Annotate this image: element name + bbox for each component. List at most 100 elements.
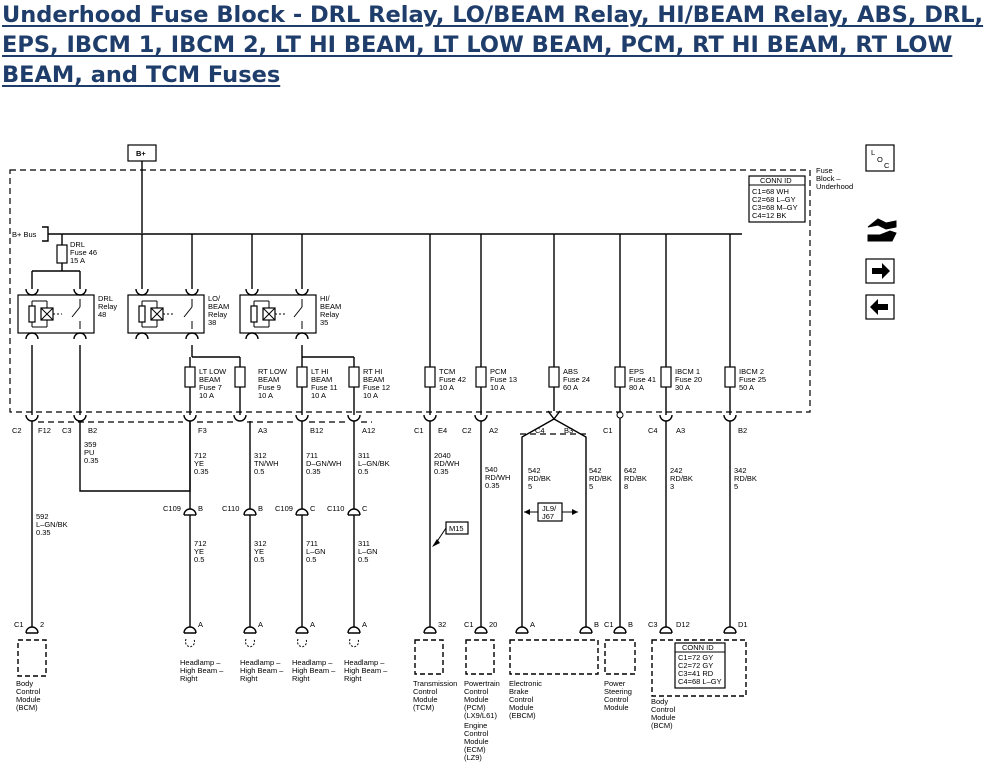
splice-jl9-j67[interactable]: JL9/J67 <box>524 502 578 522</box>
svg-text:10 A: 10 A <box>311 391 326 400</box>
svg-text:B12: B12 <box>310 426 323 435</box>
tcm-module[interactable] <box>414 639 444 675</box>
svg-text:8: 8 <box>624 482 628 491</box>
svg-text:Power: Power <box>604 679 626 688</box>
svg-text:L–GN: L–GN <box>358 547 378 556</box>
relay-hi-beam-35: HI/ BEAM Relay 35 <box>239 234 341 340</box>
svg-text:RT HI: RT HI <box>363 367 382 376</box>
svg-text:0.35: 0.35 <box>306 467 321 476</box>
svg-text:C4=12 BK: C4=12 BK <box>752 211 786 220</box>
svg-text:C1: C1 <box>604 620 614 629</box>
forward-arrow-icon[interactable] <box>865 258 895 284</box>
svg-text:C2=72 GY: C2=72 GY <box>678 661 713 670</box>
svg-text:342: 342 <box>734 466 747 475</box>
svg-text:C2: C2 <box>12 426 22 435</box>
svg-text:TCM: TCM <box>439 367 455 376</box>
svg-text:Module: Module <box>651 713 676 722</box>
svg-text:0.5: 0.5 <box>306 555 316 564</box>
svg-text:EPS: EPS <box>629 367 644 376</box>
svg-text:Right: Right <box>292 674 310 683</box>
svg-text:C: C <box>362 504 368 513</box>
drl-fuse-46: DRL Fuse 46 15 A <box>31 234 97 289</box>
bus-bar: B+ Bus <box>12 226 742 242</box>
battery-positive-source: B+ <box>127 144 157 233</box>
power-steering-module[interactable] <box>604 639 636 675</box>
svg-text:0.5: 0.5 <box>254 555 264 564</box>
svg-text:Electronic: Electronic <box>509 679 542 688</box>
svg-text:Module: Module <box>16 695 41 704</box>
connector-view-icon[interactable] <box>867 218 897 242</box>
svg-text:0.5: 0.5 <box>358 467 368 476</box>
svg-text:High Beam –: High Beam – <box>240 666 284 675</box>
svg-text:38: 38 <box>208 318 216 327</box>
ref-tag-m15[interactable]: M15 <box>432 521 469 547</box>
svg-text:(ECM): (ECM) <box>464 745 486 754</box>
svg-text:Control: Control <box>16 687 41 696</box>
svg-text:BEAM: BEAM <box>208 302 229 311</box>
svg-text:C3: C3 <box>62 426 72 435</box>
svg-text:RD/BK: RD/BK <box>670 474 693 483</box>
svg-text:Control: Control <box>509 695 534 704</box>
svg-text:50 A: 50 A <box>739 383 754 392</box>
svg-text:Module: Module <box>464 695 489 704</box>
svg-text:C: C <box>884 161 890 170</box>
svg-text:JL9/: JL9/ <box>542 504 557 513</box>
back-arrow-icon[interactable] <box>865 294 895 320</box>
svg-text:YE: YE <box>194 459 204 468</box>
svg-text:B: B <box>594 620 599 629</box>
svg-text:711: 711 <box>306 539 318 548</box>
svg-text:YE: YE <box>194 547 204 556</box>
svg-text:(LZ9): (LZ9) <box>464 753 482 762</box>
svg-text:712: 712 <box>194 451 207 460</box>
page-title[interactable]: Underhood Fuse Block - DRL Relay, LO/BEA… <box>2 2 984 88</box>
svg-text:RD/WH: RD/WH <box>434 459 459 468</box>
svg-text:C3=68 M–GY: C3=68 M–GY <box>752 203 798 212</box>
svg-text:RT LOW: RT LOW <box>258 367 288 376</box>
svg-text:311: 311 <box>358 539 370 548</box>
conn-id-table-bcm: CONN ID C1=72 GY C2=72 GY C3=41 RD C4=68… <box>674 642 726 689</box>
svg-text:312: 312 <box>254 539 267 548</box>
svg-text:B2: B2 <box>88 426 97 435</box>
svg-text:Fuse: Fuse <box>816 166 833 175</box>
svg-text:DRL: DRL <box>70 240 85 249</box>
svg-text:Underhood: Underhood <box>816 182 853 191</box>
svg-text:242: 242 <box>670 466 683 475</box>
svg-text:E4: E4 <box>438 426 447 435</box>
svg-text:(LX9/L61): (LX9/L61) <box>464 711 497 720</box>
svg-text:32: 32 <box>438 620 446 629</box>
svg-text:0.5: 0.5 <box>358 555 368 564</box>
ebcm-module[interactable] <box>509 639 599 675</box>
svg-text:LT LOW: LT LOW <box>199 367 227 376</box>
pcm-module[interactable] <box>465 639 495 675</box>
svg-text:RD/BK: RD/BK <box>624 474 647 483</box>
wire-592: 592 L–GN/BK 0.35 <box>31 421 68 627</box>
loc-icon[interactable]: L O C <box>865 144 895 172</box>
svg-text:Fuse 41: Fuse 41 <box>629 375 656 384</box>
svg-text:35: 35 <box>320 318 328 327</box>
title-area: Underhood Fuse Block - DRL Relay, LO/BEA… <box>0 0 1000 90</box>
svg-text:(BCM): (BCM) <box>651 721 673 730</box>
svg-text:BEAM: BEAM <box>199 375 220 384</box>
svg-text:B3: B3 <box>564 426 573 435</box>
svg-text:L: L <box>871 148 875 157</box>
bcm-module-left[interactable] <box>17 639 47 677</box>
svg-text:0.35: 0.35 <box>194 467 209 476</box>
svg-text:Right: Right <box>180 674 198 683</box>
svg-text:YE: YE <box>254 547 264 556</box>
svg-text:A: A <box>258 620 263 629</box>
svg-text:C1: C1 <box>603 426 613 435</box>
svg-text:10 A: 10 A <box>439 383 454 392</box>
svg-text:Brake: Brake <box>509 687 529 696</box>
svg-text:BEAM: BEAM <box>363 375 384 384</box>
svg-text:BEAM: BEAM <box>311 375 332 384</box>
svg-text:C109: C109 <box>275 504 293 513</box>
svg-text:High Beam –: High Beam – <box>344 666 388 675</box>
svg-text:B+ Bus: B+ Bus <box>12 230 37 239</box>
